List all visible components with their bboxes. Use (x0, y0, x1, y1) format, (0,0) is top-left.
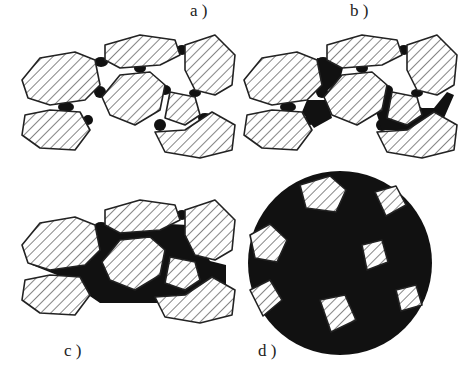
panel-b (244, 35, 457, 158)
panel-label: b ) (350, 2, 368, 21)
panel-label: a ) (190, 2, 207, 21)
panel-c (22, 200, 235, 323)
panel-label: d ) (258, 342, 276, 361)
panel-label: c ) (64, 342, 81, 361)
panel-a (22, 35, 235, 158)
panel-d (248, 171, 432, 355)
